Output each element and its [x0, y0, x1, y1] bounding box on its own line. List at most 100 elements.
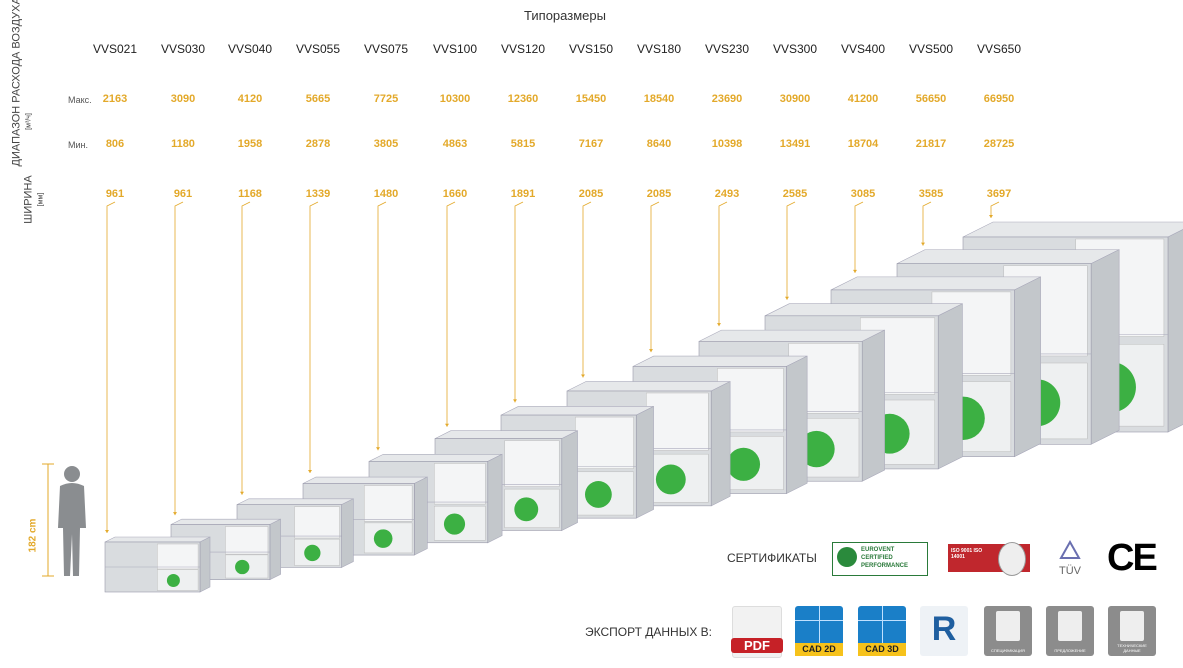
- iso-text: ISO 9001 ISO 14001: [951, 548, 983, 560]
- model-min-value: 21817: [915, 138, 947, 150]
- grid-icon: [882, 606, 883, 643]
- model-min-value: 7167: [578, 138, 604, 150]
- leader-line: [377, 201, 387, 451]
- model-width-value: 1891: [510, 188, 536, 200]
- model-min-value: 1958: [237, 138, 263, 150]
- model-min-value: 5815: [510, 138, 536, 150]
- model-width-value: 1339: [305, 188, 331, 200]
- model-max-value: 5665: [305, 93, 331, 105]
- model-name: VVS055: [295, 42, 341, 56]
- model-max-value: 30900: [779, 93, 811, 105]
- model-max-value: 18540: [643, 93, 675, 105]
- person-height-label: 182 cm: [27, 518, 39, 553]
- model-max-value: 2163: [102, 93, 128, 105]
- export-specification-button[interactable]: СПЕЦИФИКАЦИЯ: [984, 606, 1032, 656]
- leader-line: [650, 201, 660, 353]
- model-name: VVS030: [160, 42, 206, 56]
- model-width-value: 1168: [238, 188, 262, 200]
- model-width-value: 3585: [918, 188, 944, 200]
- export-proposal-button[interactable]: ПРЕДЛОЖЕНИЕ: [1046, 606, 1094, 656]
- model-width-value: 2085: [646, 188, 672, 200]
- model-min-value: 1180: [171, 138, 195, 150]
- export-cad2d-button[interactable]: CAD 2D: [795, 606, 843, 656]
- model-width-value: 1480: [373, 188, 399, 200]
- model-name: VVS500: [908, 42, 954, 56]
- export-label-text: CAD 3D: [858, 643, 906, 656]
- model-min-value: 10398: [711, 138, 743, 150]
- model-name: VVS230: [704, 42, 750, 56]
- eurovent-logo: EUROVENT CERTIFIED PERFORMANCE: [832, 542, 928, 576]
- export-label-text: ТЕХНИЧЕСКИЕ ДАННЫЕ: [1117, 643, 1147, 653]
- export-label-text: СПЕЦИФИКАЦИЯ: [991, 648, 1025, 653]
- export-cad3d-button[interactable]: CAD 3D: [858, 606, 906, 656]
- clipboard-icon: [1120, 611, 1144, 641]
- leader-line: [582, 201, 592, 378]
- export-label: ЭКСПОРТ ДАННЫХ В:: [585, 625, 712, 639]
- model-min-value: 28725: [983, 138, 1015, 150]
- grid-icon-line: [795, 620, 843, 621]
- tuv-logo: TÜV: [1052, 539, 1088, 577]
- model-width-value: 2085: [578, 188, 604, 200]
- unit-VVS021: [104, 536, 211, 593]
- model-max-value: 15450: [575, 93, 607, 105]
- export-label-text: CAD 2D: [795, 643, 843, 656]
- min-label: Мин.: [68, 140, 88, 150]
- clipboard-icon: [996, 611, 1020, 641]
- leader-line: [718, 201, 728, 327]
- model-name: VVS075: [363, 42, 409, 56]
- model-max-value: 66950: [983, 93, 1015, 105]
- leader-line: [106, 201, 116, 533]
- leader-line: [922, 201, 932, 246]
- export-pdf-button[interactable]: PDF: [731, 606, 783, 658]
- leader-line: [854, 201, 864, 273]
- model-width-value: 1660: [442, 188, 468, 200]
- model-name: VVS650: [976, 42, 1022, 56]
- grid-icon: [819, 606, 820, 643]
- export-revit-button[interactable]: R: [920, 606, 968, 656]
- model-name: VVS100: [432, 42, 478, 56]
- model-width-value: 3085: [850, 188, 876, 200]
- model-max-value: 3090: [170, 93, 196, 105]
- model-max-value: 56650: [915, 93, 947, 105]
- leader-line: [446, 201, 456, 427]
- leader-line: [309, 201, 319, 474]
- eurovent-text: EUROVENT CERTIFIED PERFORMANCE: [861, 547, 909, 569]
- model-name: VVS021: [92, 42, 138, 56]
- model-name: VVS150: [568, 42, 614, 56]
- model-min-value: 3805: [373, 138, 399, 150]
- model-min-value: 806: [105, 138, 125, 150]
- model-max-value: 7725: [373, 93, 399, 105]
- model-min-value: 2878: [305, 138, 331, 150]
- export-label-text: R: [931, 610, 957, 648]
- leader-line: [990, 201, 1000, 218]
- model-width-value: 2493: [714, 188, 740, 200]
- model-max-value: 12360: [507, 93, 539, 105]
- export-label-text: ПРЕДЛОЖЕНИЕ: [1054, 648, 1086, 653]
- page-title: Типоразмеры: [524, 8, 606, 23]
- model-name: VVS040: [227, 42, 273, 56]
- export-technical-data-button[interactable]: ТЕХНИЧЕСКИЕ ДАННЫЕ: [1108, 606, 1156, 656]
- iso-logo: ISO 9001 ISO 14001: [948, 542, 1030, 576]
- model-min-value: 18704: [847, 138, 879, 150]
- model-min-value: 13491: [779, 138, 811, 150]
- model-max-value: 4120: [237, 93, 263, 105]
- certificates-label: СЕРТИФИКАТЫ: [727, 551, 817, 565]
- model-min-value: 4863: [442, 138, 468, 150]
- ce-logo: CE: [1107, 537, 1158, 579]
- tuv-text: TÜV: [1059, 565, 1081, 577]
- export-label-text: PDF: [731, 638, 783, 653]
- model-width-value: 2585: [782, 188, 808, 200]
- model-min-value: 8640: [646, 138, 672, 150]
- grid-icon-line: [858, 620, 906, 621]
- model-width-value: 961: [105, 188, 125, 200]
- model-name: VVS400: [840, 42, 886, 56]
- model-max-value: 10300: [439, 93, 471, 105]
- model-width-value: 961: [173, 188, 193, 200]
- model-max-value: 23690: [711, 93, 743, 105]
- leader-line: [786, 201, 796, 300]
- model-max-value: 41200: [847, 93, 879, 105]
- model-name: VVS180: [636, 42, 682, 56]
- leader-line: [514, 201, 524, 403]
